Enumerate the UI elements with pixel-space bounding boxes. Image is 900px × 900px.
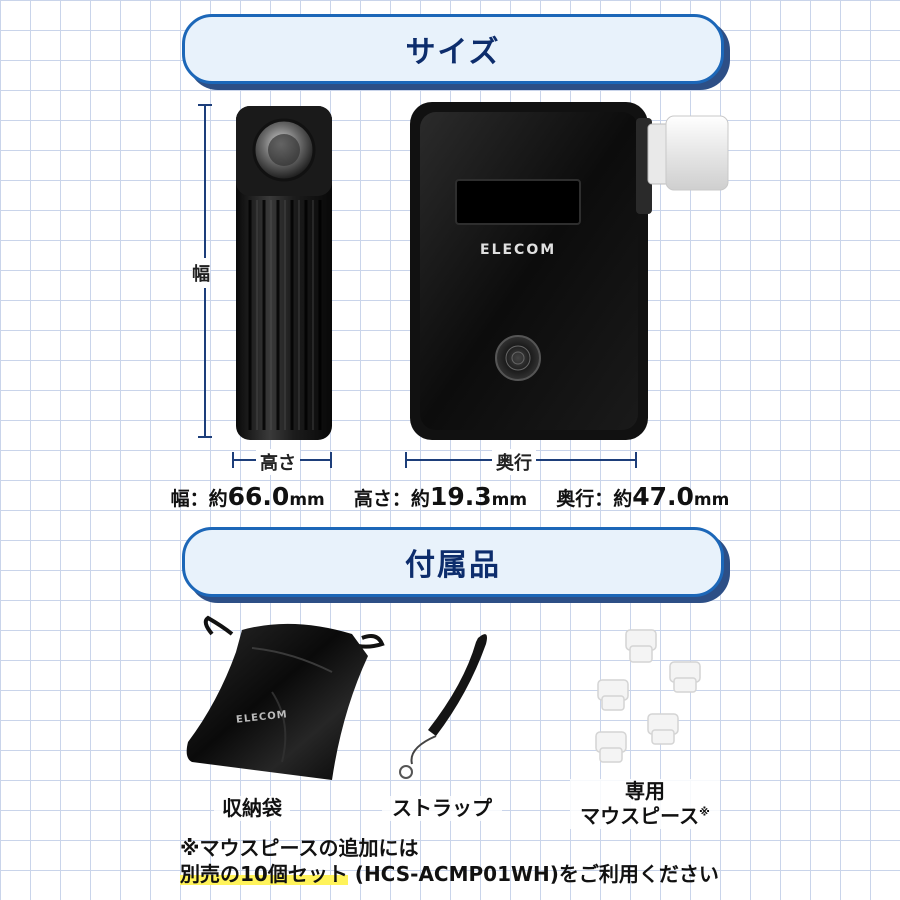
device-brand-logo: ELECOM xyxy=(480,242,557,258)
note-line-1: ※マウスピースの追加には xyxy=(180,836,419,860)
device-front-view xyxy=(410,102,729,440)
note-rest: (HCS-ACMP01WH)をご利用ください xyxy=(347,862,719,886)
height-dimension-cap-right xyxy=(330,452,332,468)
width-dimension-cap-bottom xyxy=(198,436,212,438)
width-dimension-label: 幅 xyxy=(192,258,210,288)
size-section-title: サイズ xyxy=(405,35,501,70)
spec-height: 高さ：約19.3mm xyxy=(353,482,528,511)
width-dimension-cap-top xyxy=(198,104,212,106)
strap-image xyxy=(399,634,487,779)
depth-dimension-cap-right xyxy=(635,452,637,468)
strap-label: ストラップ xyxy=(382,796,502,821)
mouthpiece-label-line2: マウスピース※ xyxy=(580,804,710,828)
note-line-2: 別売の10個セット (HCS-ACMP01WH)をご利用ください xyxy=(180,862,719,886)
accessories-section-banner: 付属品 xyxy=(182,527,724,597)
device-side-view xyxy=(236,106,332,440)
size-specs: 幅：約66.0mm 高さ：約19.3mm 奥行：約47.0mm xyxy=(0,482,900,511)
accessories-section-title: 付属品 xyxy=(405,548,501,583)
size-section-banner: サイズ xyxy=(182,14,724,84)
depth-dimension-label: 奥行 xyxy=(492,449,536,475)
spec-depth: 奥行：約47.0mm xyxy=(556,482,730,511)
note-highlight: 別売の10個セット xyxy=(180,862,348,886)
depth-dimension-cap-left xyxy=(405,452,407,468)
mouthpieces-image xyxy=(595,629,701,763)
height-dimension-cap-left xyxy=(232,452,234,468)
pouch-image xyxy=(186,615,385,780)
pouch-label: 収納袋 xyxy=(214,796,290,821)
spec-width: 幅：約66.0mm xyxy=(170,482,325,511)
mouthpiece-note-mark: ※ xyxy=(699,805,710,819)
mouthpiece-label: 専用 マウスピース※ xyxy=(570,779,720,829)
height-dimension-label: 高さ xyxy=(256,449,300,475)
mouthpiece-label-line1: 専用 xyxy=(625,779,665,803)
